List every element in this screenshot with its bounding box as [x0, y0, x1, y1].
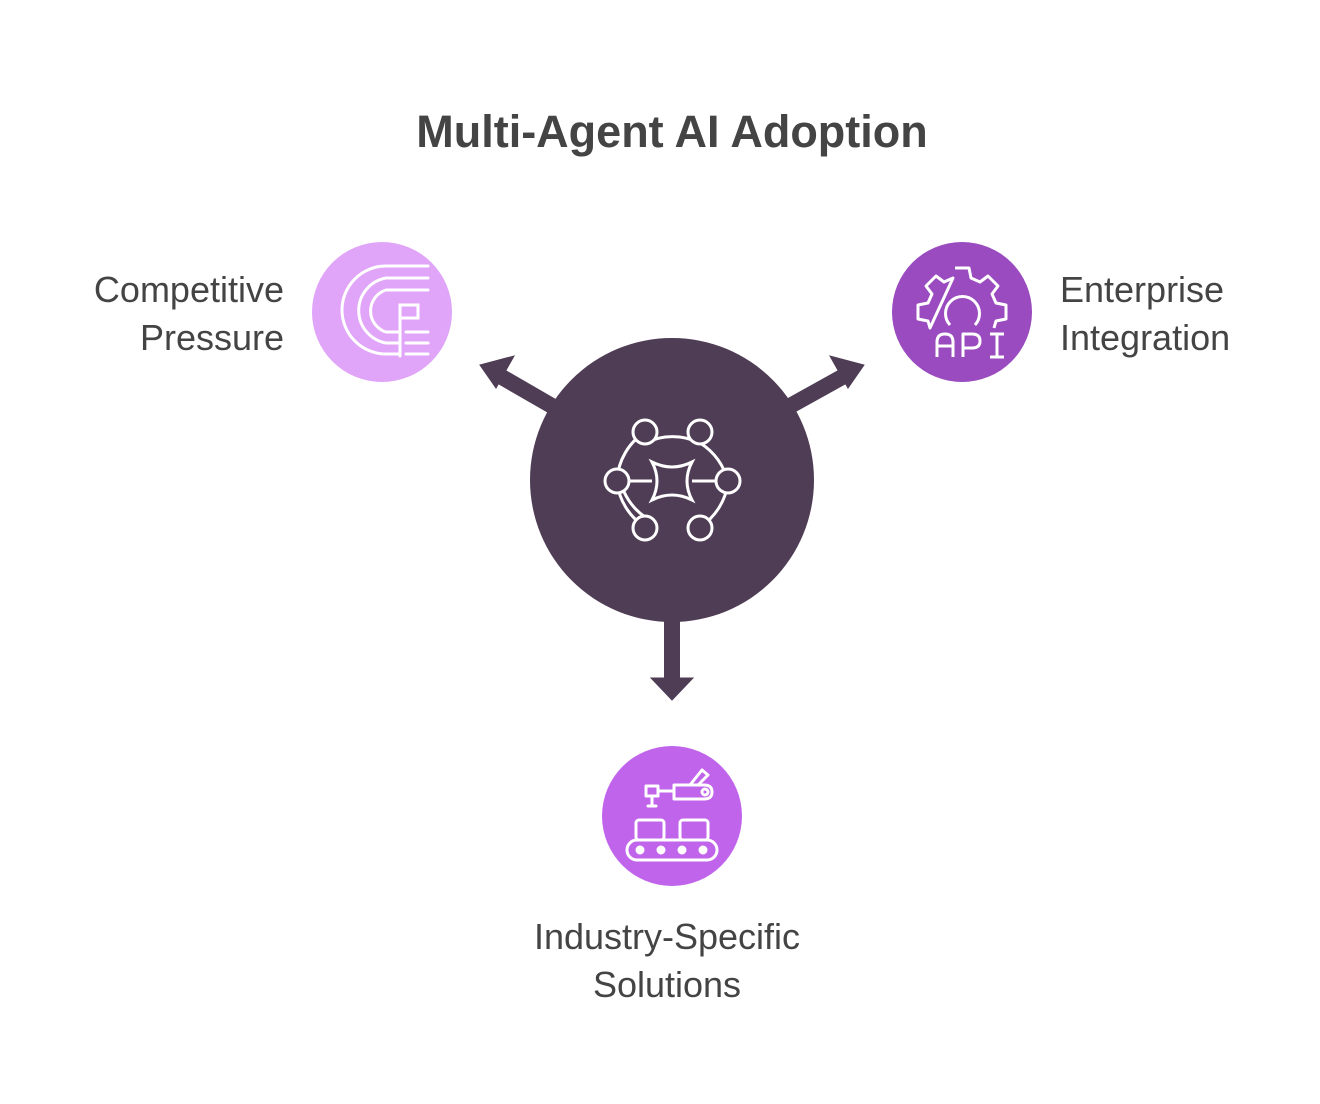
node-competitive-pressure [312, 242, 452, 382]
label-competitive-pressure: Competitive Pressure [94, 266, 284, 362]
label-industry-specific-solutions: Industry-Specific Solutions [467, 913, 867, 1009]
central-hub [530, 338, 814, 622]
arrow-to-enterprise-integration [786, 355, 865, 413]
arrow-to-industry-solutions [649, 615, 695, 701]
arrow-to-competitive-pressure [479, 355, 556, 413]
label-line: Solutions [592, 964, 742, 1005]
network-nodes-icon [603, 418, 742, 542]
robot-arm-conveyor-icon [625, 768, 719, 862]
label-line: Integration [1060, 317, 1231, 358]
label-line: Industry-Specific [533, 916, 801, 957]
label-line: Enterprise [1060, 269, 1225, 310]
label-enterprise-integration: Enterprise Integration [1060, 266, 1230, 362]
node-industry-specific-solutions [602, 746, 742, 886]
race-track-flag-icon [340, 264, 430, 358]
node-enterprise-integration [892, 242, 1032, 382]
api-letters [935, 332, 1004, 359]
label-line: Competitive [93, 269, 284, 310]
label-line: Pressure [139, 317, 284, 358]
gear-api-icon [916, 266, 1008, 359]
page-title: Multi-Agent AI Adoption [416, 106, 928, 157]
